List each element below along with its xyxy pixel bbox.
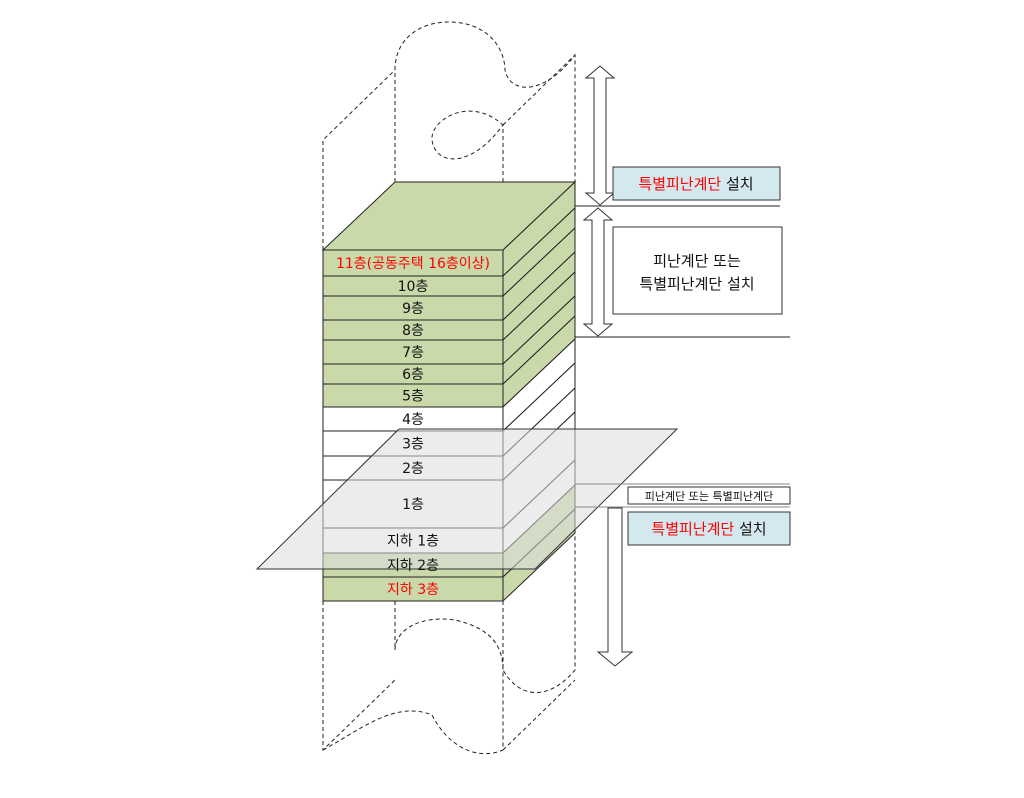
ground-plane	[255, 428, 679, 570]
double-arrow-top	[584, 65, 616, 206]
double-arrow-middle	[582, 207, 614, 337]
floor-label: 지하 2층	[387, 558, 439, 574]
svg-text:특별피난계단 설치: 특별피난계단 설치	[638, 175, 753, 193]
guide-lines	[575, 205, 790, 508]
floor-label: 6층	[402, 367, 424, 383]
svg-text:피난계단 또는 특별피난계단: 피난계단 또는 특별피난계단	[645, 490, 773, 503]
floor-label: 5층	[402, 389, 424, 405]
label-ground: 피난계단 또는 특별피난계단	[627, 486, 791, 505]
mid-line1: 피난계단 또는	[653, 252, 741, 270]
dashed-stair-shaft-outline	[322, 21, 576, 755]
arrow-down-bottom	[596, 507, 634, 667]
floor-label: 3층	[402, 437, 424, 453]
floor-front	[322, 339, 504, 365]
floor-label: 지하 3층	[387, 582, 439, 598]
label-bottom: 특별피난계단 설치	[627, 511, 791, 546]
floor-label: 1층	[402, 497, 424, 513]
top-red: 특별피난계단	[638, 175, 721, 193]
floor-label: 9층	[402, 301, 424, 317]
floor-label: 지하 1층	[387, 534, 439, 550]
label-top: 특별피난계단 설치	[612, 166, 781, 201]
svg-text:특별피난계단 설치: 특별피난계단 설치	[651, 520, 766, 538]
floor-label: 2층	[402, 461, 424, 477]
floor-label: 11층(공동주택 16층이상)	[336, 256, 490, 272]
label-middle: 피난계단 또는 특별피난계단 설치	[612, 226, 783, 315]
mid-line2: 특별피난계단 설치	[639, 275, 754, 293]
floor-label: 8층	[402, 323, 424, 339]
top-black: 설치	[721, 175, 753, 193]
floor-label: 7층	[402, 345, 424, 361]
floor-label: 4층	[402, 412, 424, 428]
floor-label: 10층	[398, 279, 429, 295]
